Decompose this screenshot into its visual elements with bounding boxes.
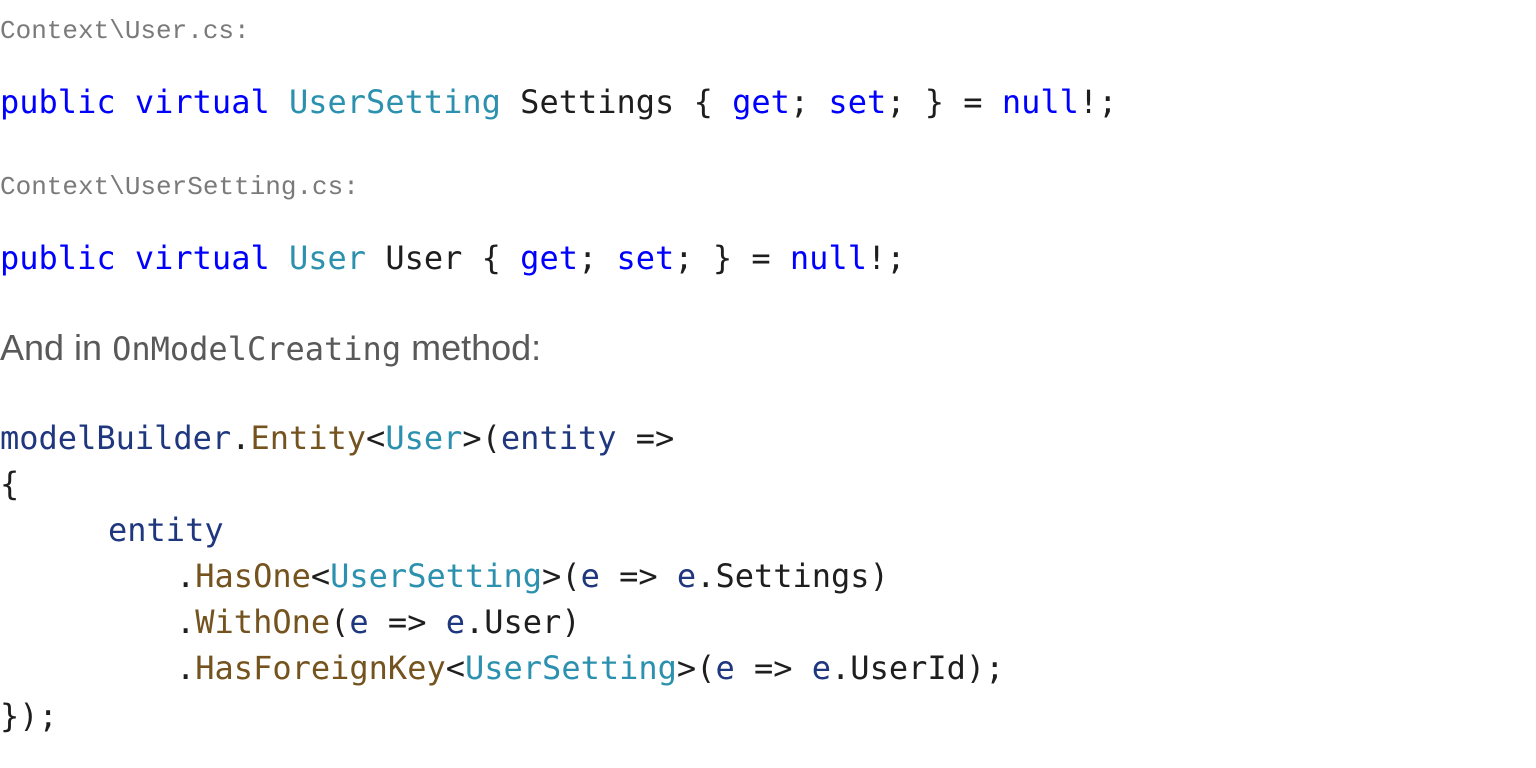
code-token: entity xyxy=(108,511,224,549)
code-line-open-brace: { xyxy=(0,468,19,500)
code-token: => xyxy=(599,557,677,595)
code-token: ; } = xyxy=(674,239,771,277)
code-token: }); xyxy=(0,697,58,735)
code-token: < xyxy=(445,649,465,687)
code-token: e xyxy=(349,603,369,641)
code-token: ( xyxy=(330,603,350,641)
code-token: { xyxy=(0,465,20,503)
code-token: !; xyxy=(1078,83,1118,121)
code-token: get xyxy=(732,83,790,121)
code-token: Settings { xyxy=(520,83,713,121)
code-token: => xyxy=(616,419,675,457)
code-line-entity: entity xyxy=(108,514,224,546)
intro-suffix: method: xyxy=(411,327,542,368)
code-token: UserSetting xyxy=(464,649,677,687)
code-token: . xyxy=(176,649,196,687)
code-token: User xyxy=(385,419,463,457)
code-token: WithOne xyxy=(195,603,331,641)
code-token: ; xyxy=(577,239,598,277)
code-token: !; xyxy=(866,239,906,277)
code-token: HasForeignKey xyxy=(195,649,446,687)
intro-text: And in OnModelCreating method: xyxy=(0,330,541,366)
code-token: >( xyxy=(542,557,581,595)
code-line-close: }); xyxy=(0,700,58,732)
code-token: e xyxy=(676,557,697,595)
code-token: set xyxy=(828,83,887,121)
code-token: .Settings) xyxy=(696,557,889,595)
code-line-user-settings: public virtual UserSetting Settings { ge… xyxy=(0,86,1117,118)
code-token: .UserId); xyxy=(831,649,1005,687)
code-token: e xyxy=(580,557,600,595)
code-token: >( xyxy=(676,649,716,687)
code-line-usersetting-user: public virtual User User { get; set; } =… xyxy=(0,242,905,274)
code-line-has-one: .HasOne<UserSetting>(e => e.Settings) xyxy=(176,560,889,592)
code-token: set xyxy=(616,239,675,277)
code-token: < xyxy=(366,419,386,457)
code-token: ; xyxy=(789,83,810,121)
code-token: Entity xyxy=(250,419,367,457)
code-line-has-foreign-key: .HasForeignKey<UserSetting>(e => e.UserI… xyxy=(176,652,1004,684)
code-token: e xyxy=(445,603,465,641)
file-path-user: Context\User.cs: xyxy=(0,16,250,46)
code-token: null xyxy=(789,239,867,277)
file-path-user-setting: Context\UserSetting.cs: xyxy=(0,172,359,202)
code-token: < xyxy=(310,557,331,595)
code-token: . xyxy=(231,419,251,457)
code-token: ; } = xyxy=(886,83,983,121)
code-line-model-builder: modelBuilder.Entity<User>(entity => xyxy=(0,422,674,454)
code-token: e xyxy=(715,649,735,687)
code-token: .User) xyxy=(464,603,581,641)
code-token: e xyxy=(811,649,832,687)
code-token: => xyxy=(734,649,812,687)
code-token: UserSetting xyxy=(330,557,543,595)
code-token: public xyxy=(0,239,116,277)
code-token: User xyxy=(288,239,367,277)
code-token: >( xyxy=(462,419,501,457)
code-token: entity xyxy=(500,419,617,457)
code-token: virtual xyxy=(134,83,270,121)
code-token: public xyxy=(0,83,116,121)
code-token: HasOne xyxy=(195,557,311,595)
code-token: virtual xyxy=(134,239,270,277)
inline-code-method-name: OnModelCreating xyxy=(112,330,402,368)
code-token: UserSetting xyxy=(288,83,501,121)
code-token: . xyxy=(176,603,196,641)
code-token: User { xyxy=(385,239,501,277)
intro-prefix: And in xyxy=(0,327,103,368)
code-token: null xyxy=(1001,83,1079,121)
code-token: get xyxy=(520,239,578,277)
code-token: => xyxy=(368,603,446,641)
code-token: . xyxy=(176,557,196,595)
code-token: modelBuilder xyxy=(0,419,232,457)
code-line-with-one: .WithOne(e => e.User) xyxy=(176,606,581,638)
